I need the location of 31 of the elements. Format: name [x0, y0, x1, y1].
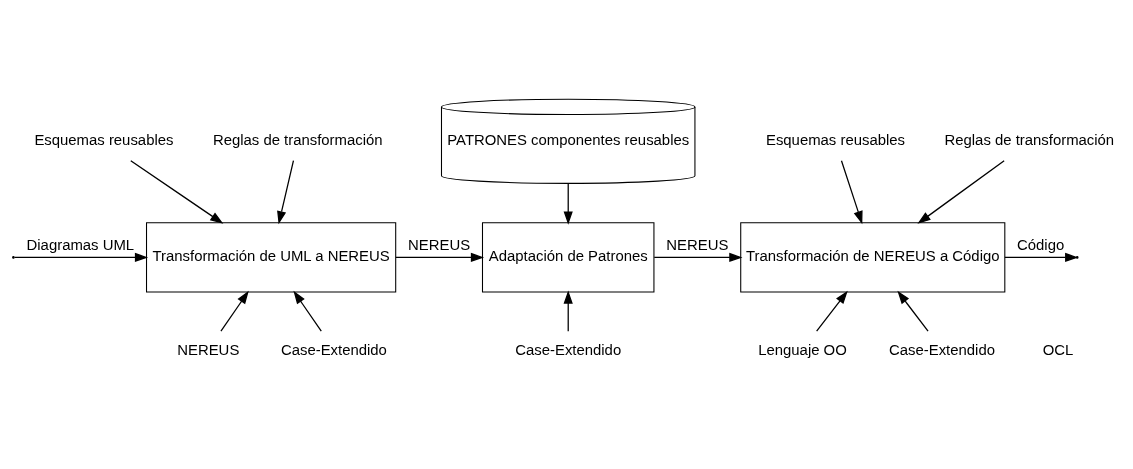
- node-text: Case-Extendido: [515, 341, 622, 358]
- node-text: Esquemas reusables: [34, 132, 174, 149]
- edge-label: Diagramas UML: [26, 237, 135, 254]
- node-text: Reglas de transformación: [944, 132, 1115, 149]
- arrow: [277, 160, 295, 225]
- edge-label: NEREUS: [666, 237, 729, 254]
- arrow: [220, 290, 249, 332]
- arrow: [563, 290, 573, 332]
- node-box: Transformación de NEREUS a Código: [740, 222, 1006, 293]
- node-text: NEREUS: [177, 341, 240, 358]
- node-box: Adaptación de Patrones: [481, 222, 655, 293]
- arrow: [917, 160, 1005, 224]
- node-text: Esquemas reusables: [765, 132, 906, 149]
- arrow: [840, 160, 863, 225]
- edge-label: Código: [1017, 237, 1065, 254]
- arrow: [897, 290, 929, 332]
- arrow: [395, 252, 485, 263]
- arrow: [563, 182, 573, 225]
- arrow: [653, 252, 743, 263]
- node-box: Transformación de UML a NEREUS: [146, 222, 397, 293]
- arrow: [13, 252, 149, 263]
- edge-label: NEREUS: [408, 237, 471, 254]
- arrow: [130, 160, 224, 224]
- node-text: Reglas de transformación: [212, 132, 383, 149]
- arrow: [816, 290, 848, 332]
- node-text: Case-Extendido: [280, 341, 387, 358]
- node-text: Lenguaje OO: [758, 341, 847, 358]
- arrow: [1004, 252, 1079, 263]
- arrow: [293, 290, 322, 332]
- node-text: Case-Extendido: [889, 341, 995, 358]
- label: OCL: [1042, 341, 1074, 358]
